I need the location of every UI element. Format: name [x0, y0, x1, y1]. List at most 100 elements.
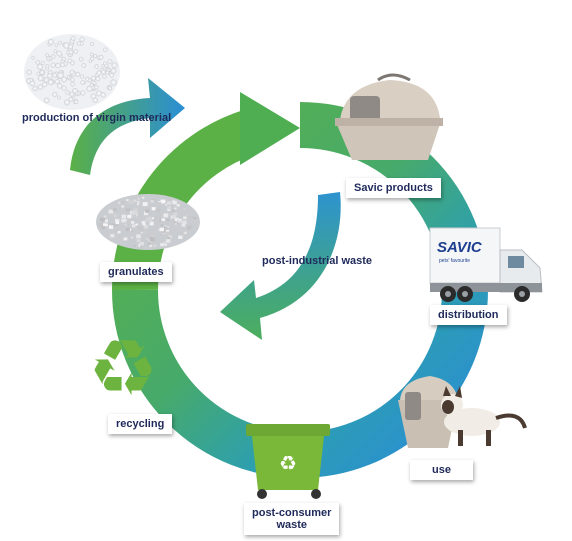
- granule: [153, 216, 158, 220]
- granule: [150, 200, 155, 203]
- pellet: [89, 52, 94, 57]
- truck-brand: SAVIC: [437, 239, 483, 256]
- pellet: [87, 78, 92, 83]
- label-recycling: recycling: [108, 414, 173, 434]
- pellet: [105, 70, 110, 75]
- granule: [148, 232, 152, 236]
- granule: [137, 226, 142, 230]
- granule: [125, 208, 131, 212]
- granule: [165, 231, 170, 235]
- pellet: [86, 85, 93, 92]
- pellet: [54, 78, 60, 85]
- pellet: [29, 78, 34, 82]
- pellet: [92, 97, 99, 104]
- pellet: [70, 81, 75, 87]
- pellet: [80, 74, 85, 79]
- pellet: [35, 60, 41, 65]
- pellet: [32, 85, 38, 92]
- granule: [167, 236, 170, 239]
- granule: [176, 218, 182, 223]
- pellet: [90, 75, 96, 81]
- pellet: [89, 83, 94, 87]
- label-use: use: [410, 460, 473, 480]
- pellet: [80, 80, 85, 85]
- granule: [108, 225, 114, 229]
- granule: [126, 227, 130, 231]
- post-industrial-waste-arrow: [220, 192, 341, 340]
- granule: [107, 223, 112, 226]
- granule: [139, 242, 144, 246]
- granule: [181, 209, 185, 211]
- label-savic-products: Savic products: [346, 178, 441, 198]
- pellets-pile: [24, 34, 120, 110]
- pellet: [96, 70, 102, 76]
- granule: [153, 244, 157, 247]
- granule: [127, 214, 132, 219]
- granule: [144, 219, 149, 222]
- pellet: [43, 97, 50, 104]
- granule: [167, 208, 171, 211]
- pellet: [65, 90, 70, 95]
- pellet: [68, 97, 74, 102]
- pellet: [36, 63, 44, 70]
- granule: [186, 225, 192, 230]
- granule: [147, 242, 150, 245]
- granule: [182, 220, 187, 224]
- granule: [104, 219, 108, 223]
- granule: [191, 216, 194, 219]
- pellet: [98, 54, 104, 60]
- granule: [148, 220, 152, 223]
- truck-tagline: pets' favourite: [439, 258, 470, 264]
- granule: [149, 222, 154, 226]
- granule: [139, 244, 144, 248]
- pellet: [61, 85, 67, 91]
- granule: [165, 204, 168, 206]
- granule: [131, 230, 134, 233]
- virgin-material-entry-arrow: [70, 78, 185, 175]
- granule: [151, 235, 155, 238]
- pellet: [69, 91, 75, 97]
- pellet: [61, 76, 68, 83]
- granule: [179, 219, 182, 221]
- pellet: [95, 76, 101, 82]
- pellet: [94, 64, 100, 69]
- pellet: [90, 41, 95, 46]
- granule: [108, 209, 114, 214]
- granule: [172, 212, 178, 217]
- pellet: [73, 99, 79, 105]
- granule: [121, 205, 124, 208]
- granule: [116, 229, 119, 232]
- granule: [133, 245, 136, 247]
- granule: [135, 223, 138, 226]
- pellet: [92, 53, 98, 59]
- pellet: [47, 38, 54, 45]
- granule: [193, 217, 197, 220]
- pellet: [57, 83, 63, 89]
- pellet: [50, 62, 56, 68]
- granule: [166, 219, 170, 221]
- granule: [183, 231, 187, 235]
- pellet: [90, 56, 95, 61]
- granule: [172, 200, 177, 205]
- granule: [143, 225, 149, 229]
- pellet: [107, 59, 113, 64]
- pellet: [57, 95, 61, 100]
- pellet: [47, 72, 53, 79]
- granule: [151, 217, 154, 220]
- pellet: [58, 40, 62, 45]
- granule: [115, 221, 119, 225]
- pellet: [66, 75, 71, 80]
- granule: [186, 214, 189, 216]
- granule: [168, 198, 173, 202]
- granule: [171, 209, 175, 213]
- granulates-pile: [96, 194, 200, 250]
- granule: [115, 218, 120, 223]
- granule: [133, 214, 136, 217]
- granule: [103, 223, 107, 227]
- pellet: [69, 69, 75, 75]
- pellet: [31, 55, 35, 60]
- granule: [178, 235, 183, 239]
- granule: [160, 224, 164, 227]
- granule: [159, 227, 164, 232]
